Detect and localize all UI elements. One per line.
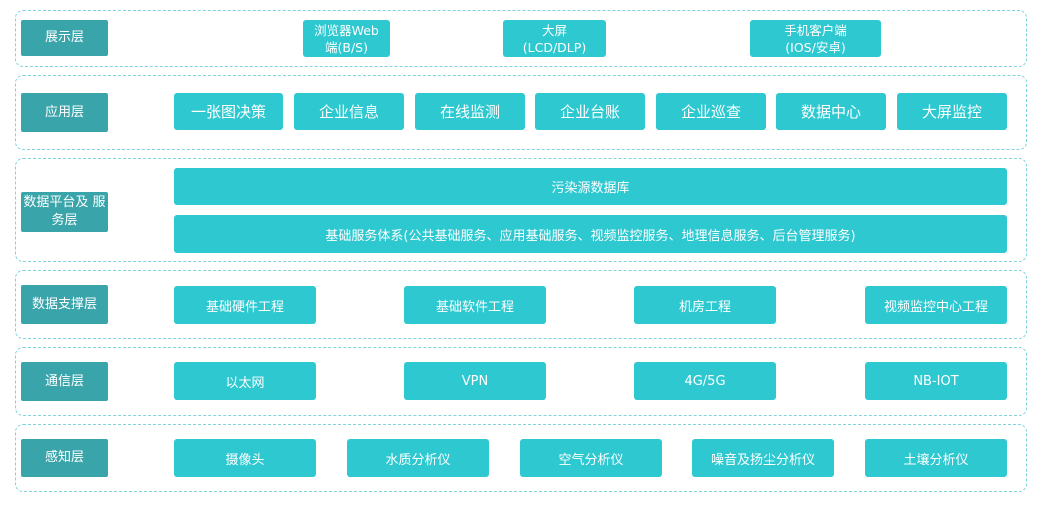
layer-communication: 通信层 以太网 VPN 4G/5G NB-IOT: [15, 347, 1027, 416]
node-soil-analyzer: 土壤分析仪: [865, 439, 1007, 477]
node-data-center: 数据中心: [776, 93, 886, 130]
layer-application: 应用层 一张图决策 企业信息 在线监测 企业台账 企业巡查 数据中心 大屏监控: [15, 75, 1027, 150]
layer-label-presentation: 展示层: [21, 20, 108, 56]
node-browser-web: 浏览器Web 端(B/S): [303, 20, 390, 57]
node-machine-room: 机房工程: [634, 286, 776, 324]
node-noise-dust-analyzer: 噪音及扬尘分析仪: [692, 439, 834, 477]
node-4g-5g: 4G/5G: [634, 362, 776, 400]
layer-label-data-support: 数据支撑层: [21, 285, 108, 324]
node-basic-software: 基础软件工程: [404, 286, 546, 324]
node-pollution-source-database: 污染源数据库: [174, 168, 1007, 205]
node-vpn: VPN: [404, 362, 546, 400]
node-enterprise-ledger: 企业台账: [535, 93, 645, 130]
layer-presentation: 展示层 浏览器Web 端(B/S) 大屏 (LCD/DLP) 手机客户端 (IO…: [15, 10, 1027, 67]
node-big-screen-monitor: 大屏监控: [897, 93, 1007, 130]
node-big-screen: 大屏 (LCD/DLP): [503, 20, 606, 57]
node-video-monitoring-center: 视频监控中心工程: [865, 286, 1007, 324]
layer-data-support: 数据支撑层 基础硬件工程 基础软件工程 机房工程 视频监控中心工程: [15, 270, 1027, 339]
node-ethernet: 以太网: [174, 362, 316, 400]
layer-perception: 感知层 摄像头 水质分析仪 空气分析仪 噪音及扬尘分析仪 土壤分析仪: [15, 424, 1027, 492]
node-air-analyzer: 空气分析仪: [520, 439, 662, 477]
node-basic-hardware: 基础硬件工程: [174, 286, 316, 324]
node-mobile-client: 手机客户端 (IOS/安卓): [750, 20, 881, 57]
node-online-monitoring: 在线监测: [415, 93, 525, 130]
layer-label-communication: 通信层: [21, 362, 108, 401]
node-enterprise-inspection: 企业巡查: [656, 93, 766, 130]
node-enterprise-info: 企业信息: [294, 93, 404, 130]
node-basic-service-system: 基础服务体系(公共基础服务、应用基础服务、视频监控服务、地理信息服务、后台管理服…: [174, 215, 1007, 253]
node-nb-iot: NB-IOT: [865, 362, 1007, 400]
layer-label-data-platform: 数据平台及 服务层: [21, 192, 108, 232]
node-one-map-decision: 一张图决策: [174, 93, 283, 130]
node-camera: 摄像头: [174, 439, 316, 477]
layer-label-application: 应用层: [21, 93, 108, 132]
node-water-quality-analyzer: 水质分析仪: [347, 439, 489, 477]
layer-label-perception: 感知层: [21, 439, 108, 477]
layer-data-platform: 数据平台及 服务层 污染源数据库 基础服务体系(公共基础服务、应用基础服务、视频…: [15, 158, 1027, 262]
